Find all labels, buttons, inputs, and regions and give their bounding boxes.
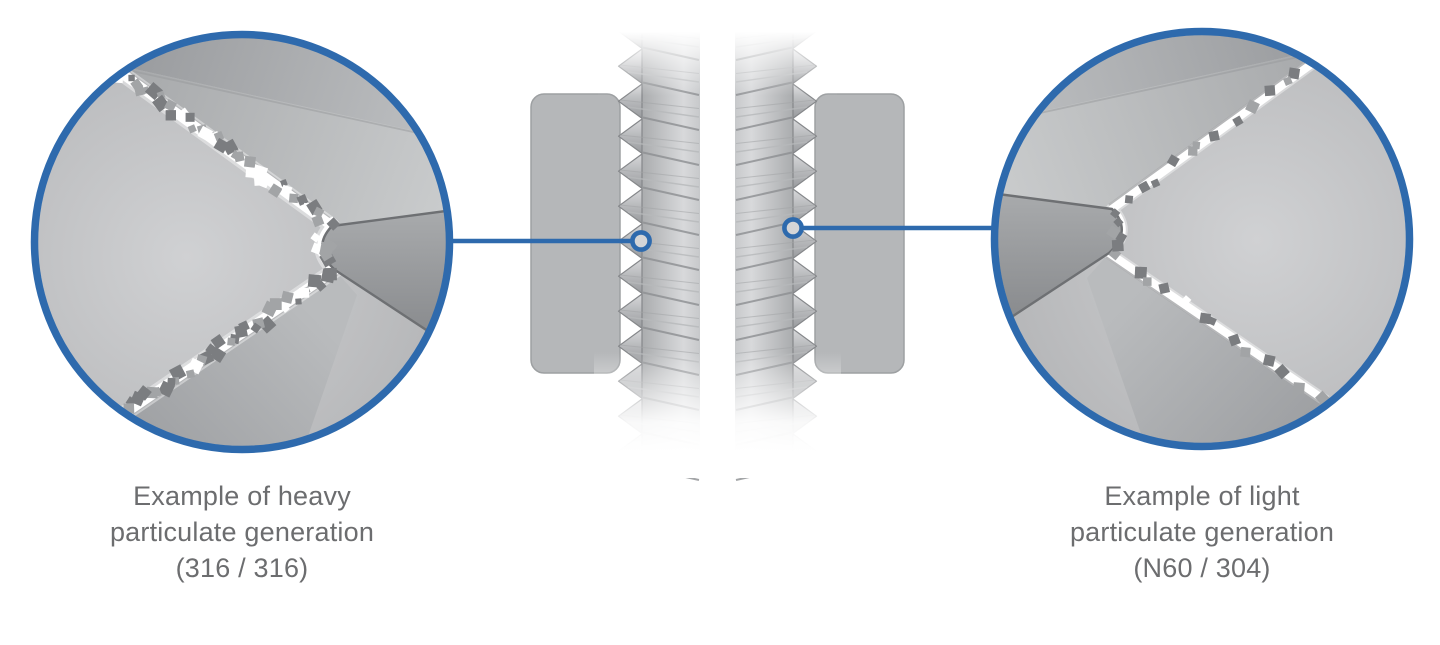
particle-debris xyxy=(112,72,341,425)
left-callout-point-icon xyxy=(630,230,652,252)
right-callout-point-icon xyxy=(782,217,804,239)
left-caption-line-1: Example of heavy xyxy=(133,481,351,511)
magnifier-ring xyxy=(990,27,1414,451)
left-caption-line-3: (316 / 316) xyxy=(175,553,309,583)
nut xyxy=(814,93,905,374)
particle-debris xyxy=(1106,49,1332,409)
left-caption: Example of heavy particulate generation … xyxy=(27,478,457,586)
right-caption: Example of light particulate generation … xyxy=(987,478,1417,586)
callouts xyxy=(450,217,998,252)
right-caption-line-3: (N60 / 304) xyxy=(1133,553,1271,583)
right-caption-line-1: Example of light xyxy=(1104,481,1300,511)
left-caption-line-2: particulate generation xyxy=(109,517,375,547)
right-caption-line-2: particulate generation xyxy=(1069,517,1335,547)
nut xyxy=(530,93,621,374)
magnifier-ring xyxy=(30,30,454,454)
right-bolt-and-nut xyxy=(713,0,905,481)
left-magnifier-circle xyxy=(30,30,454,454)
right-magnifier-circle xyxy=(990,27,1414,451)
